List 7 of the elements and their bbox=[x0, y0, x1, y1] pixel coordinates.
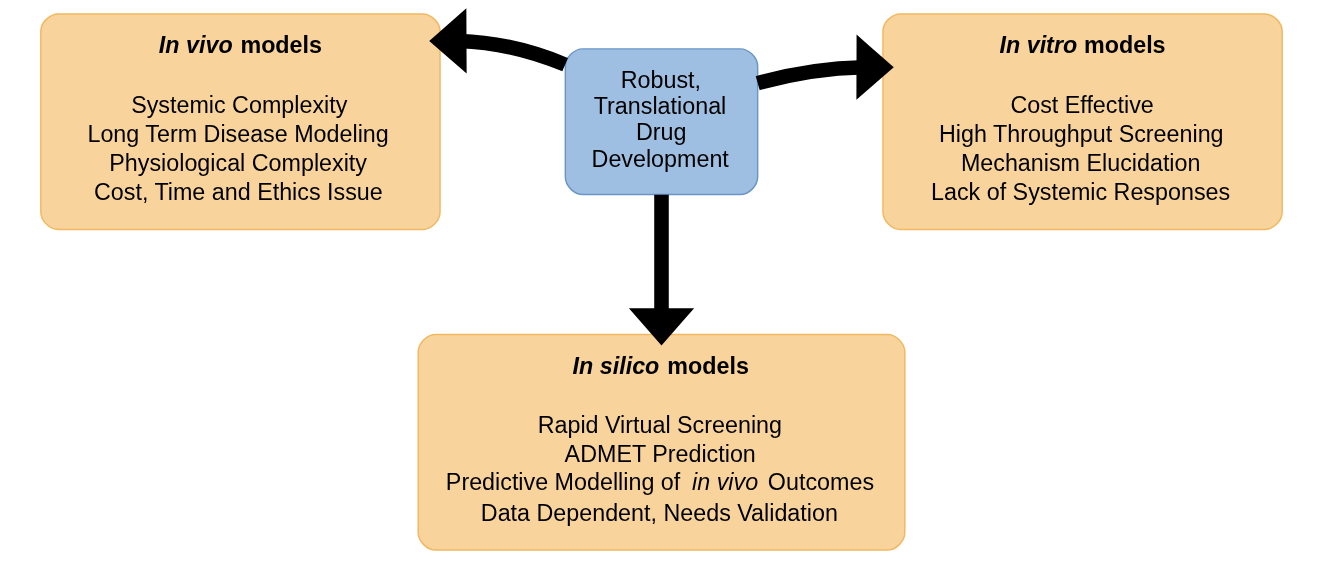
arrow bbox=[628, 194, 694, 346]
arrow bbox=[428, 8, 568, 74]
arrow bbox=[755, 34, 894, 100]
node-box: In silico models Rapid Virtual Screening ADMET Prediction Predictive Modelling of in vivo Outcomes Data Dependent, Needs Validation bbox=[416, 333, 906, 551]
node-box: In vitro models Cost Effective High Throughput Screening Mechanism Elucidation Lack of Systemic Responses bbox=[881, 13, 1283, 231]
node-box: In vivo models Systemic Complexity Long Term Disease Modeling Physiological Complexity Cost, Time and Ethics Issue bbox=[39, 13, 441, 231]
node-box: Robust, Translational Drug Development bbox=[564, 48, 758, 196]
